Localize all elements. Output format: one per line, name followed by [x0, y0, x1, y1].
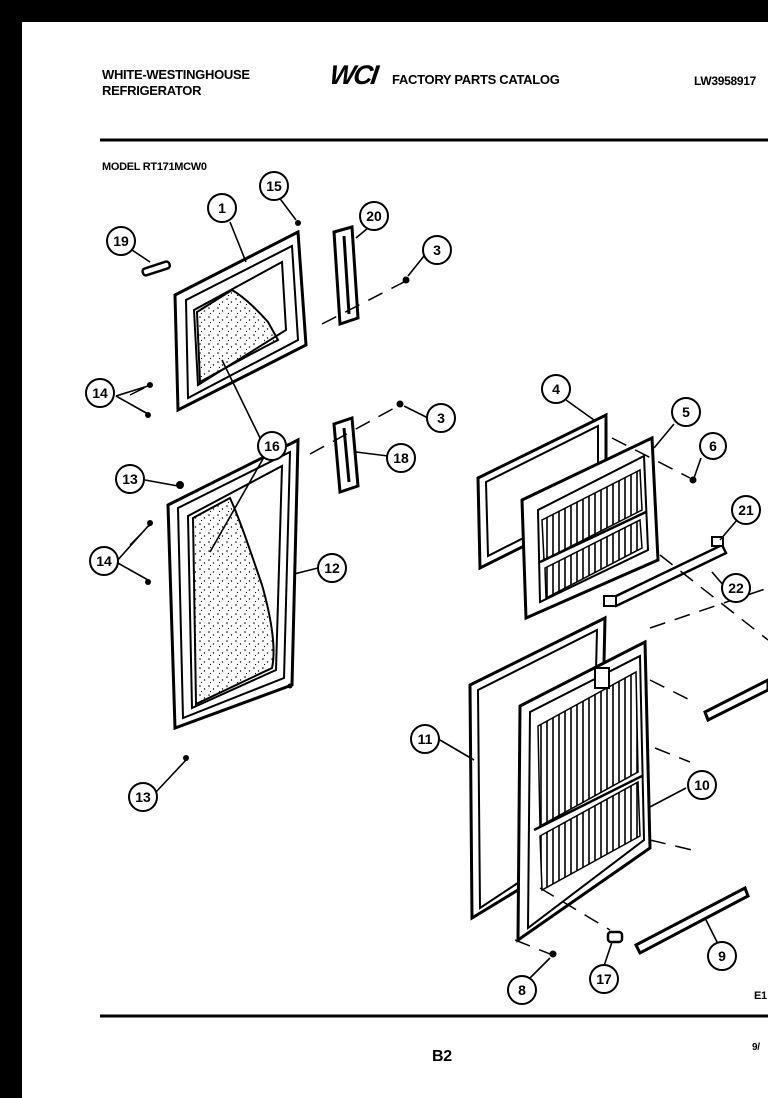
freezer-door-insulation — [195, 288, 280, 384]
svg-text:1: 1 — [218, 200, 226, 216]
svg-text:10: 10 — [694, 777, 710, 793]
freezer-door-outer-panel — [173, 229, 308, 413]
fresh-food-door-insulation — [191, 496, 275, 706]
callout-13-upper: 13 — [115, 464, 145, 494]
callout-19: 19 — [106, 226, 136, 256]
svg-text:20: 20 — [366, 208, 382, 224]
callout-5: 5 — [671, 397, 701, 427]
svg-text:3: 3 — [437, 410, 445, 426]
svg-text:4: 4 — [552, 381, 560, 397]
upper-handle-trim — [332, 225, 360, 327]
corner-date: 9/ — [752, 1042, 760, 1053]
catalog-title: FACTORY PARTS CATALOG — [392, 72, 560, 87]
corner-code: E1 — [754, 990, 767, 1002]
svg-text:16: 16 — [264, 438, 280, 454]
svg-text:3: 3 — [433, 242, 441, 258]
callout-10: 10 — [687, 770, 717, 800]
svg-text:14: 14 — [96, 553, 112, 569]
hinge-clip — [606, 930, 624, 944]
callout-21: 21 — [731, 495, 761, 525]
callout-3-upper: 3 — [422, 235, 452, 265]
bottom-trim-bar — [633, 885, 750, 956]
freezer-door-liner — [520, 435, 660, 621]
svg-text:14: 14 — [92, 385, 108, 401]
catalog-sheet: 1 15 19 20 3 14 16 3 18 13 14 12 13 4 5 … — [22, 22, 768, 1098]
svg-text:13: 13 — [135, 789, 151, 805]
brand-line-2: REFRIGERATOR — [102, 83, 202, 98]
freezer-shelf-bar — [603, 536, 728, 608]
svg-text:12: 12 — [324, 560, 340, 576]
page-label: B2 — [432, 1048, 452, 1065]
lower-handle-trim — [332, 415, 360, 495]
callout-17: 17 — [589, 964, 619, 994]
brand-line-1: WHITE-WESTINGHOUSE — [102, 67, 250, 82]
callout-16: 16 — [257, 431, 287, 461]
callout-6: 6 — [699, 432, 727, 460]
svg-text:19: 19 — [113, 233, 129, 249]
callout-14-upper: 14 — [85, 378, 115, 408]
svg-text:11: 11 — [418, 731, 433, 747]
callout-18: 18 — [386, 443, 416, 473]
svg-text:15: 15 — [266, 178, 282, 194]
side-trim-bar — [703, 678, 768, 723]
callout-9: 9 — [707, 941, 737, 971]
screws — [145, 220, 697, 958]
callout-15: 15 — [259, 171, 289, 201]
svg-text:18: 18 — [393, 450, 409, 466]
callout-8: 8 — [507, 975, 537, 1005]
catalog-part-number: LW3958917 — [694, 74, 757, 88]
svg-text:13: 13 — [122, 471, 138, 487]
svg-text:5: 5 — [682, 404, 690, 420]
svg-text:9: 9 — [718, 948, 726, 964]
callout-20: 20 — [359, 201, 389, 231]
callout-1: 1 — [207, 193, 237, 223]
fresh-food-door-liner — [516, 639, 652, 943]
callout-22: 22 — [721, 573, 751, 603]
callout-11: 11 — [410, 724, 440, 754]
model-label: MODEL RT171MCW0 — [102, 161, 207, 173]
trim-piece-19 — [141, 260, 172, 277]
callout-leader-lines — [115, 195, 738, 979]
callout-4: 4 — [541, 374, 571, 404]
svg-text:6: 6 — [709, 438, 717, 454]
wci-logo: WCI — [327, 60, 379, 90]
svg-text:21: 21 — [738, 502, 754, 518]
svg-text:17: 17 — [596, 971, 612, 987]
callout-13-lower: 13 — [128, 782, 158, 812]
callout-12: 12 — [317, 553, 347, 583]
callout-14-lower: 14 — [89, 546, 119, 576]
callout-3-lower: 3 — [426, 403, 456, 433]
svg-text:8: 8 — [518, 982, 526, 998]
svg-text:22: 22 — [728, 580, 744, 596]
